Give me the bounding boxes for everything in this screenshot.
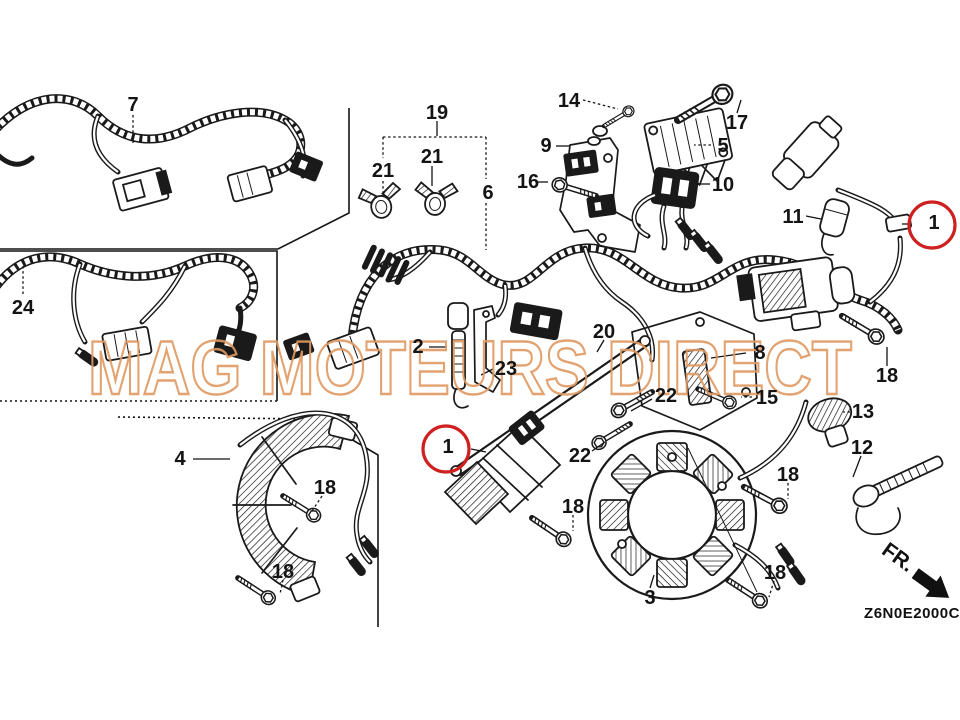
rod-2 [447,302,469,409]
grommet-13 [807,397,853,448]
connector-block [509,302,563,341]
part-callout-6-5: 6 [482,182,493,204]
connector-10 [631,167,725,267]
pickup-coil-4 [232,410,381,603]
connector-block [213,325,257,362]
cdi-unit [443,410,562,526]
part-callout-22-21: 22 [569,445,591,467]
part-callout-2-23: 2 [412,336,423,358]
front-direction-arrow-icon [911,568,950,598]
harness-clamp-21 [412,178,460,218]
part-callout-19-2: 19 [426,102,448,124]
part-callout-20-15: 20 [593,321,615,343]
part-callout-13-18: 13 [852,401,874,423]
highlight-circle [421,424,471,474]
part-callout-4-31: 4 [174,448,186,470]
part-callout-1-13: 1 [928,212,939,234]
cable-tie-12 [852,455,944,535]
part-callout-18-29: 18 [272,561,294,583]
spark-plug-wire-1 [771,115,912,305]
part-callout-21-3: 21 [372,160,394,182]
corrugated-boot [361,244,410,285]
part-callout-1-24: 1 [442,436,453,458]
harness-clamp-21 [356,181,405,222]
part-callout-18-28: 18 [314,477,336,499]
part-callout-18-14: 18 [876,365,898,387]
bracket-23 [473,305,501,393]
part-callout-5-10: 5 [717,135,728,157]
front-direction-marker: FR. [878,538,950,598]
highlight-circle [907,200,957,250]
connector-block [326,326,380,370]
cap-11 [819,198,850,256]
leader-lines [22,99,908,598]
wire-harness-24 [0,252,259,369]
watermark-text: MAG MOTEURS DIRECT [88,326,852,411]
mounting-plate [631,311,758,431]
bracket-9 [559,125,641,253]
part-callout-23-22: 23 [495,358,517,380]
part-callout-18-25: 18 [562,496,584,518]
bolt-14 [601,104,636,131]
part-callout-24-1: 24 [12,297,35,319]
connector-block [226,165,273,203]
ignition-coil [736,256,856,332]
part-callout-10-11: 10 [712,174,734,196]
frame-harness-24 [0,250,278,401]
part-callout-16-6: 16 [517,171,539,193]
bolt-22 [590,418,634,452]
part-callout-7-0: 7 [127,94,138,116]
part-callout-11-12: 11 [782,206,803,228]
connector-block [289,151,323,182]
part-callout-12-19: 12 [851,437,873,459]
connector-block [101,325,153,362]
part-callout-15-17: 15 [756,387,778,409]
wire-harness-7 [0,94,323,212]
frame-pickup-side [316,418,379,627]
front-direction-label: FR. [878,538,919,576]
connector-block [112,167,173,212]
connector-block [283,332,315,361]
part-callout-17-9: 17 [726,112,748,134]
diagram-code: Z6N0E2000C [864,605,960,622]
part-callout-18-26: 18 [777,464,799,486]
part-callout-22-20: 22 [655,385,677,407]
part-callout-9-7: 9 [540,135,551,157]
part-callout-18-27: 18 [764,562,786,584]
part-callout-8-16: 8 [754,342,765,364]
part-callout-14-8: 14 [558,90,581,112]
frame-harness-7 [0,108,350,250]
stator-3 [586,399,809,601]
part-callout-21-4: 21 [421,146,443,168]
part-callout-3-30: 3 [644,587,655,609]
